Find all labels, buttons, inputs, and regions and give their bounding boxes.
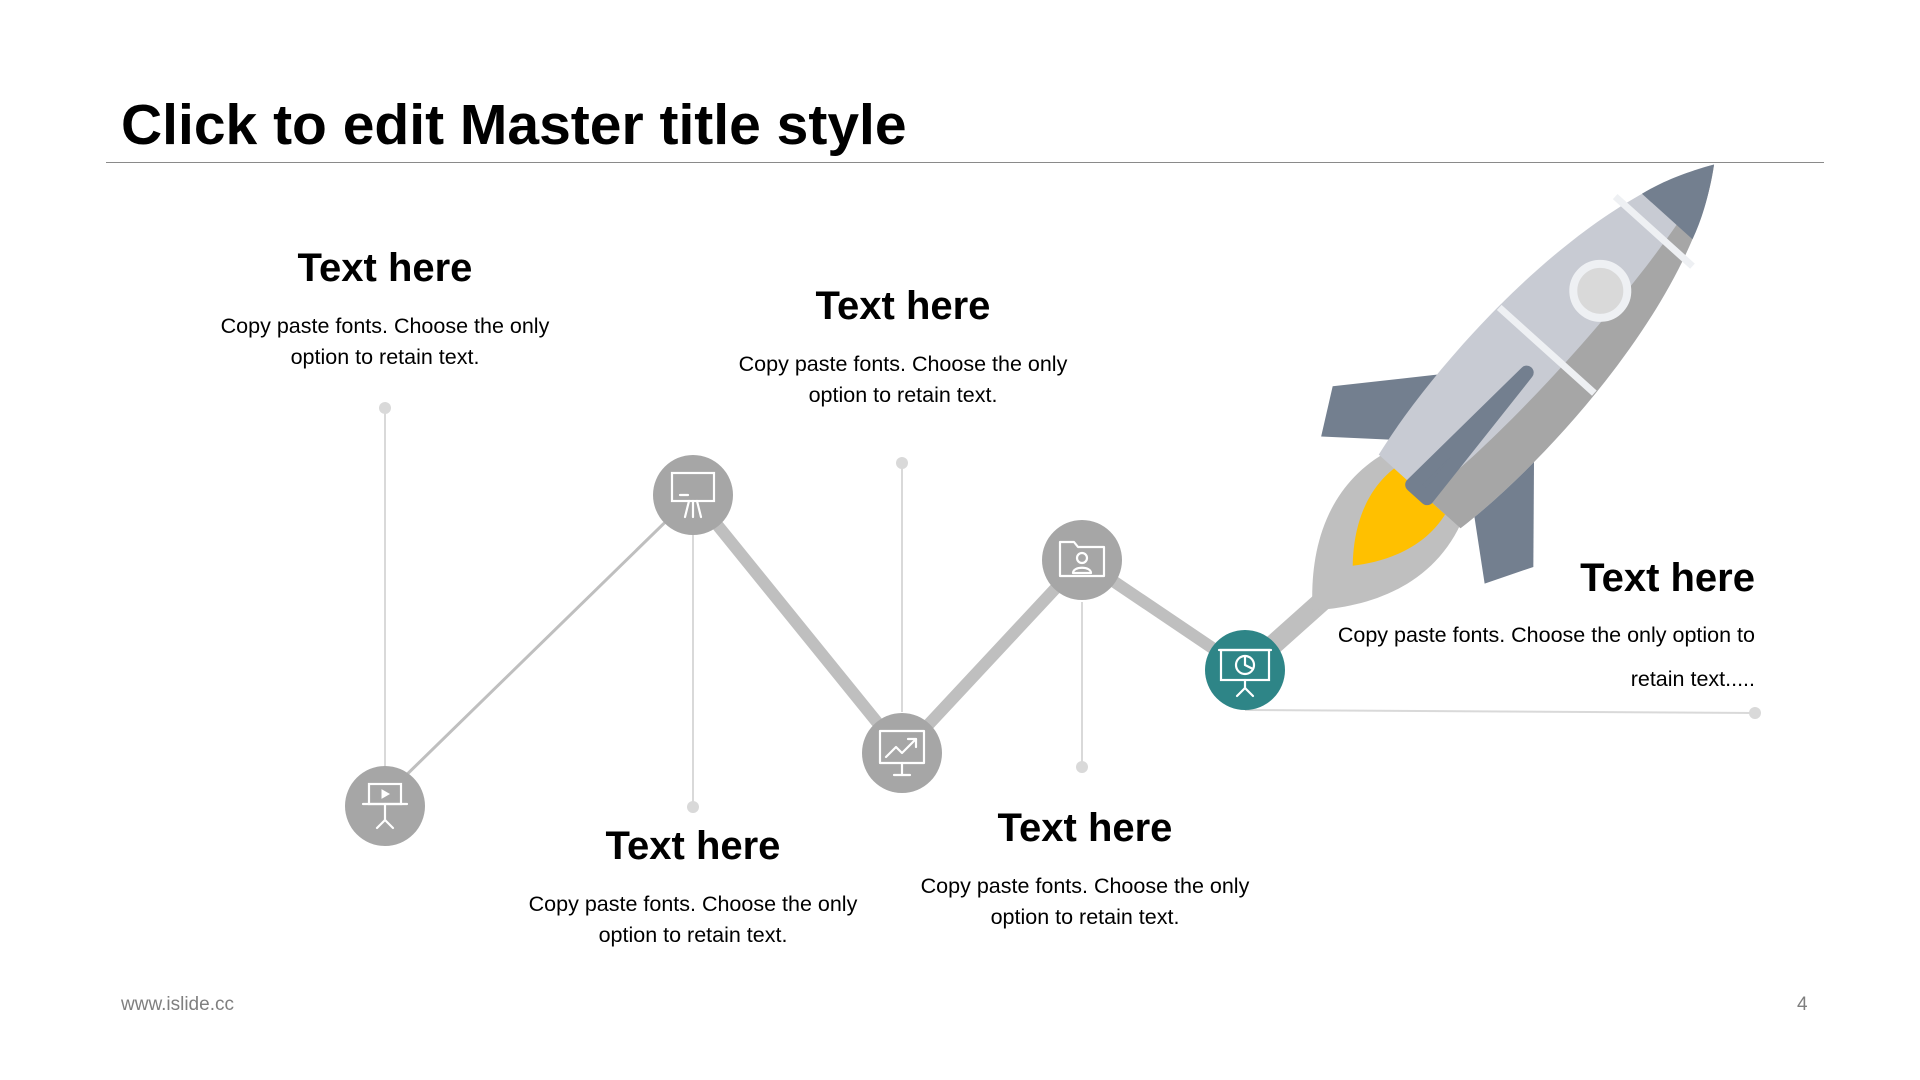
rocket-left-fin (1321, 372, 1453, 440)
milestone-node-5[interactable] (1205, 630, 1285, 710)
folder-user-icon (1058, 540, 1106, 578)
rocket-band-bottom (1496, 304, 1597, 396)
milestone-text-5: Text here Copy paste fonts. Choose the o… (1300, 556, 1755, 701)
milestone-description: Copy paste fonts. Choose the only option… (738, 352, 1068, 407)
milestone-heading: Text here (297, 246, 473, 290)
rocket-right-fin (1473, 446, 1535, 584)
rocket-band-top (1612, 193, 1695, 269)
connector-dot-3 (896, 457, 908, 469)
milestone-text-3: Text here Copy paste fonts. Choose the o… (718, 284, 1088, 411)
connector-5 (1244, 709, 1756, 714)
connectors (379, 402, 1761, 813)
milestone-node-3[interactable] (862, 713, 942, 793)
milestone-node-4[interactable] (1042, 520, 1122, 600)
footer-url: www.islide.cc (121, 994, 234, 1015)
milestone-heading: Text here (1580, 556, 1755, 600)
milestone-text-1: Text here Copy paste fonts. Choose the o… (200, 246, 570, 373)
milestone-node-1[interactable] (345, 766, 425, 846)
milestone-description: Copy paste fonts. Choose the only option… (920, 874, 1250, 929)
milestone-description: Copy paste fonts. Choose the only option… (1337, 623, 1755, 691)
connector-dot-2 (687, 801, 699, 813)
milestone-heading: Text here (815, 284, 991, 328)
milestone-text-2: Text here Copy paste fonts. Choose the o… (520, 824, 866, 951)
growth-chart-board-icon (878, 729, 926, 777)
whiteboard-easel-icon (670, 471, 716, 519)
rocket-illustration (1312, 164, 1715, 611)
presentation-play-icon (361, 782, 409, 830)
page-number: 4 (1797, 994, 1808, 1015)
pie-chart-board-icon (1217, 648, 1273, 698)
connector-dot-1 (379, 402, 391, 414)
milestone-heading: Text here (997, 806, 1173, 850)
rocket-nose (1641, 164, 1715, 240)
milestone-heading: Text here (605, 824, 781, 868)
slide-title: Click to edit Master title style (121, 93, 907, 157)
rocket-center-fin (1405, 365, 1534, 506)
rocket-body-shade (1425, 164, 1715, 529)
connector-dot-4 (1076, 761, 1088, 773)
milestone-description: Copy paste fonts. Choose the only option… (220, 314, 550, 369)
milestone-text-4: Text here Copy paste fonts. Choose the o… (900, 806, 1270, 933)
milestone-description: Copy paste fonts. Choose the only option… (528, 892, 858, 947)
rocket-window (1569, 259, 1632, 322)
milestone-node-2[interactable] (653, 455, 733, 535)
connector-dot-5 (1749, 707, 1761, 719)
timeline-nodes (345, 455, 1285, 846)
title-divider (106, 162, 1824, 163)
